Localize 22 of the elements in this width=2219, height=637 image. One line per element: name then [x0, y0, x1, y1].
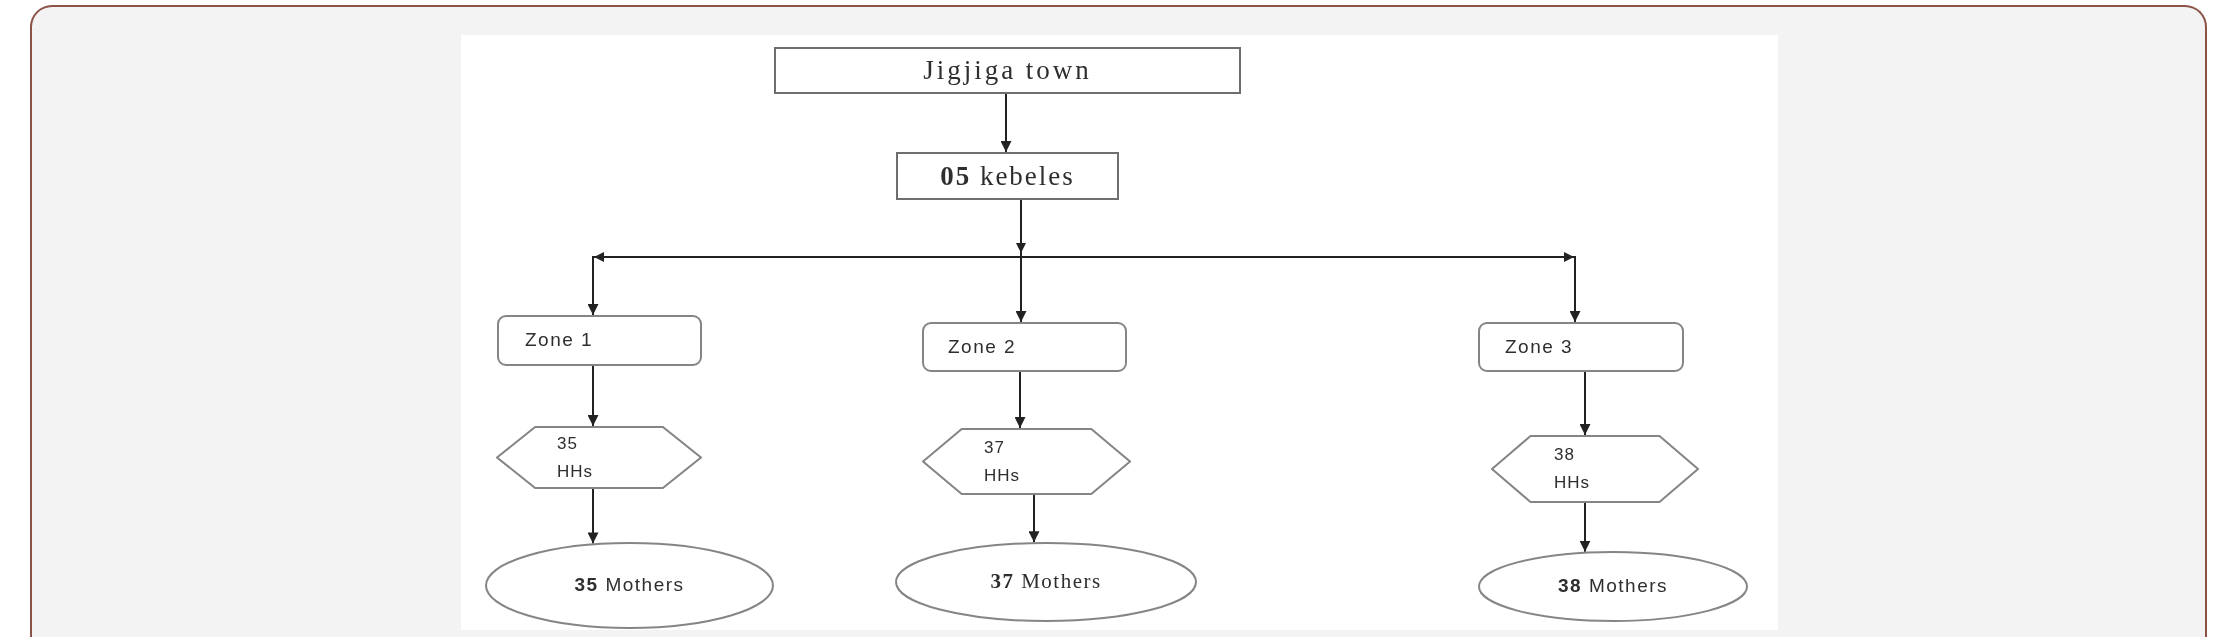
process-box [896, 152, 1119, 200]
hexagon-node [496, 426, 702, 489]
rounded-box [1478, 322, 1684, 372]
node-label: 37 HHs [984, 436, 1022, 487]
node-label: 37 Mothers [990, 569, 1102, 595]
node-label: Zone 2 [948, 335, 1017, 359]
rounded-box [497, 315, 702, 366]
node-label: Jigjiga town [923, 54, 1092, 87]
hexagon-node [922, 428, 1131, 495]
ellipse-node [895, 542, 1197, 622]
node-label: 35 HHs [557, 432, 595, 483]
node-label: Zone 1 [525, 329, 594, 352]
ellipse-node [485, 542, 774, 629]
node-label: 05 kebeles [940, 159, 1075, 193]
node-label: 38 HHs [1554, 444, 1592, 494]
node-label: 38 Mothers [1557, 575, 1669, 598]
hexagon-node [1491, 435, 1699, 503]
process-box [774, 47, 1241, 94]
node-label: Zone 3 [1505, 335, 1574, 359]
rounded-box [922, 322, 1127, 372]
ellipse-node [1478, 551, 1748, 622]
node-label: 35 Mothers [574, 574, 685, 597]
